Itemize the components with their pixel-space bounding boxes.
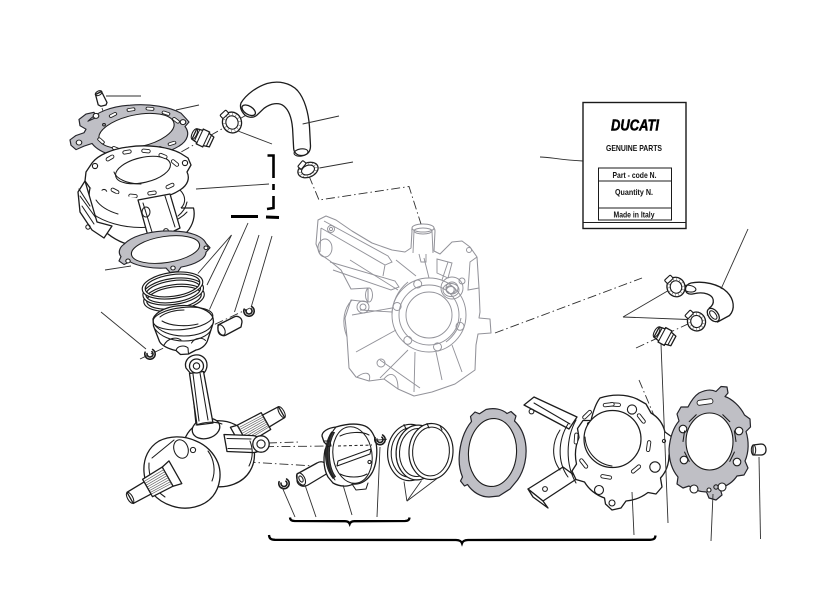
svg-text:Quantity N.: Quantity N. — [615, 188, 653, 197]
svg-text:Part - code N.: Part - code N. — [613, 171, 657, 180]
svg-text:GENUINE PARTS: GENUINE PARTS — [606, 144, 662, 153]
svg-text:Made in Italy: Made in Italy — [614, 211, 655, 220]
svg-text:DUCATI: DUCATI — [611, 118, 660, 135]
